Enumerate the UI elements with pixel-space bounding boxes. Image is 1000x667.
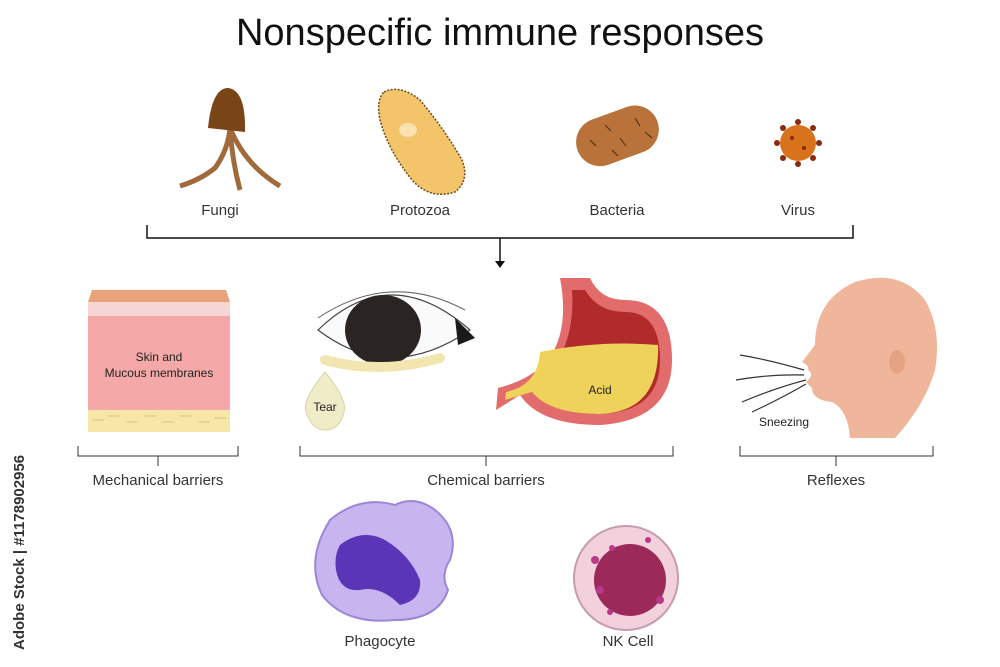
stock-watermark: Adobe Stock | #1178902956	[11, 454, 28, 650]
skin-label-line2: Mucous membranes	[104, 366, 214, 380]
phagocyte-icon	[314, 500, 454, 622]
tear-label: Tear	[313, 400, 337, 414]
sneeze-lines	[735, 354, 807, 413]
page-title: Nonspecific immune responses	[235, 12, 764, 54]
virus-icon	[774, 119, 822, 167]
head-illustration	[802, 277, 938, 438]
label-phagocyte: Phagocyte	[344, 633, 416, 650]
nk-cell-icon	[573, 525, 679, 631]
sneezing-label: Sneezing	[758, 415, 810, 429]
eye-illustration	[317, 291, 475, 373]
label-nk-cell: NK Cell	[602, 633, 654, 650]
label-bacteria: Bacteria	[589, 202, 645, 219]
chemical-bracket	[299, 446, 674, 466]
label-reflexes: Reflexes	[806, 472, 866, 489]
label-virus: Virus	[781, 202, 815, 219]
arrow-down-icon	[495, 261, 505, 268]
bacteria-icon	[576, 105, 659, 167]
acid-label: Acid	[588, 383, 612, 397]
label-chemical-barriers: Chemical barriers	[427, 472, 545, 489]
reflexes-bracket	[739, 446, 934, 466]
skin-label-line1: Skin and	[135, 350, 183, 364]
mechanical-bracket	[77, 446, 239, 466]
pathogen-bracket	[146, 225, 854, 262]
tear-drop-icon	[304, 371, 346, 431]
label-fungi: Fungi	[201, 202, 239, 219]
fungi-icon	[179, 88, 282, 191]
label-mechanical-barriers: Mechanical barriers	[92, 472, 224, 489]
protozoa-icon	[377, 88, 466, 195]
stomach-illustration	[496, 278, 672, 425]
skin-illustration	[88, 290, 230, 432]
label-protozoa: Protozoa	[389, 202, 451, 219]
